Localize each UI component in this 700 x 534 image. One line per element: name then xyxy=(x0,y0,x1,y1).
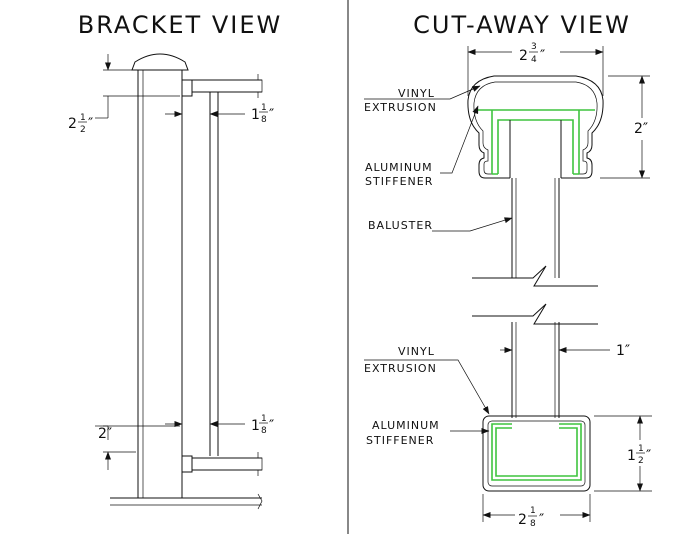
label-baluster: BALUSTER xyxy=(368,217,513,232)
svg-text:1: 1 xyxy=(251,107,260,123)
dim-top-height: 2″ xyxy=(600,75,650,179)
svg-text:″: ″ xyxy=(540,48,545,64)
svg-text:3: 3 xyxy=(531,42,537,52)
svg-text:″: ″ xyxy=(88,116,93,132)
svg-text:ALUMINUM: ALUMINUM xyxy=(372,419,440,432)
svg-text:8: 8 xyxy=(261,426,267,436)
svg-text:8: 8 xyxy=(530,519,536,529)
rail-break xyxy=(257,452,263,476)
aluminum-stiffener-bottom xyxy=(491,423,582,481)
svg-text:2: 2 xyxy=(68,116,77,132)
post xyxy=(131,53,189,499)
vinyl-extrusion-top xyxy=(467,75,604,179)
label-vinyl-extrusion-top: VINYL EXTRUSION xyxy=(364,85,481,114)
svg-text:1: 1 xyxy=(261,103,267,113)
svg-text:EXTRUSION: EXTRUSION xyxy=(364,362,437,375)
svg-text:2: 2 xyxy=(80,125,86,135)
dim-bottom-height: 1 1 2 ″ xyxy=(594,415,652,492)
ground-line xyxy=(110,493,263,510)
svg-text:2: 2 xyxy=(518,512,527,528)
bracket-baluster xyxy=(209,92,219,456)
cutaway-view-title: CUT-AWAY VIEW xyxy=(413,11,631,39)
cutaway-view: CUT-AWAY VIEW xyxy=(364,11,652,529)
svg-text:″: ″ xyxy=(269,418,274,434)
top-bracket xyxy=(181,79,193,97)
rail-break xyxy=(257,74,263,98)
svg-text:VINYL: VINYL xyxy=(398,345,435,358)
svg-text:1: 1 xyxy=(261,414,267,424)
dim-bottom-width: 2 1 8 ″ xyxy=(482,494,591,529)
bottom-rail-profile xyxy=(482,415,591,492)
svg-text:STIFFENER: STIFFENER xyxy=(366,434,434,447)
svg-text:″: ″ xyxy=(539,512,544,528)
svg-text:VINYL: VINYL xyxy=(398,87,435,100)
svg-text:2″: 2″ xyxy=(634,121,648,137)
svg-text:1: 1 xyxy=(251,418,260,434)
svg-text:″: ″ xyxy=(646,448,651,464)
bracket-view-title: BRACKET VIEW xyxy=(78,11,283,39)
dim-bracket-gap-bottom: 1 1 8 ″ xyxy=(165,410,274,436)
svg-text:1: 1 xyxy=(530,506,536,516)
svg-text:1: 1 xyxy=(638,444,644,454)
break-line xyxy=(472,265,598,287)
svg-text:1: 1 xyxy=(627,448,636,464)
svg-text:2: 2 xyxy=(638,456,644,466)
break-line xyxy=(472,303,598,325)
top-rail-profile xyxy=(467,75,604,179)
bottom-rail xyxy=(181,452,263,476)
svg-text:2″: 2″ xyxy=(98,426,112,442)
svg-text:ALUMINUM: ALUMINUM xyxy=(365,161,433,174)
svg-text:1: 1 xyxy=(80,113,86,123)
bracket-view: BRACKET VIEW xyxy=(68,11,283,510)
svg-text:BALUSTER: BALUSTER xyxy=(368,219,433,232)
dim-top-width: 2 3 4 ″ xyxy=(467,42,604,96)
svg-text:″: ″ xyxy=(269,107,274,123)
cutaway-baluster xyxy=(472,178,598,418)
label-aluminum-stiffener-top: ALUMINUM STIFFENER xyxy=(365,105,479,188)
bottom-bracket xyxy=(181,455,193,473)
svg-text:EXTRUSION: EXTRUSION xyxy=(364,101,437,114)
svg-text:8: 8 xyxy=(261,115,267,125)
label-vinyl-extrusion-bottom: VINYL EXTRUSION xyxy=(364,345,490,415)
dim-bracket-gap-top: 1 1 8 ″ xyxy=(165,100,274,125)
svg-text:STIFFENER: STIFFENER xyxy=(365,175,433,188)
vinyl-extrusion-bottom xyxy=(482,415,591,492)
svg-text:2: 2 xyxy=(519,48,528,64)
svg-text:4: 4 xyxy=(531,55,537,65)
post-cap xyxy=(131,53,189,71)
svg-text:1″: 1″ xyxy=(616,343,630,359)
dim-baluster-width: 1″ xyxy=(500,343,630,359)
top-rail xyxy=(181,74,263,98)
dim-bracket-top-height: 2 1 2 ″ xyxy=(68,54,180,135)
dim-bracket-bottom-height: 2″ xyxy=(95,425,180,470)
label-aluminum-stiffener-bottom: ALUMINUM STIFFENER xyxy=(366,419,490,447)
